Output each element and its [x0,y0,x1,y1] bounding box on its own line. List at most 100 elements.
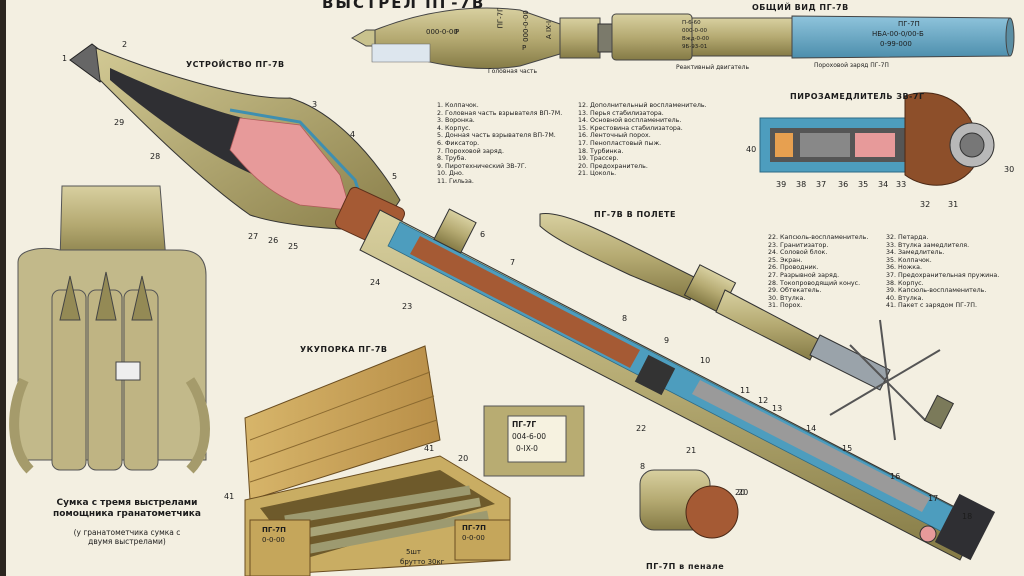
callout-number: 6 [480,230,486,239]
parts-list-4: 32. Петарда. 33. Втулка замедлителя. 34.… [886,234,999,310]
parts-list-item: 17. Пенопластовый пыж. [578,139,662,147]
callout-number: 20 [738,488,749,497]
tag-text: 004-6-00 [512,432,547,441]
motor-mark: Вжд-0-00 [682,36,709,42]
case-caption: ПГ-7П в пенале [646,562,725,571]
parts-list-item: 22. Капсюль-воспламенитель. [768,234,869,241]
parts-list-item: 31. Порох. [768,302,803,310]
parts-list-item: 32. Петарда. [886,234,929,241]
callout-number: 32 [920,200,931,209]
parts-list-item: 26. Проводник. [768,264,819,272]
poster-edge [0,0,6,576]
callout-number: 21 [686,446,697,455]
callout-number: 18 [962,512,973,521]
bag-note: (у гранатометчика сумка с двумя выстрела… [73,528,181,546]
callout-number: 27 [248,232,259,241]
motor-mark: 9Б-93-01 [682,44,708,50]
tag-text: 0-IX-0 [516,444,538,453]
parts-list-item: 27. Разрывной заряд. [768,271,840,279]
warhead-mark: 000-0-00 [426,28,458,36]
parts-list-item: 7. Пороховой заряд. [437,147,505,155]
callout-number: 8 [622,314,628,323]
warhead-mark: 000-0-00 [521,10,530,42]
parts-list-item: 40. Втулка. [886,294,924,302]
callout-number: 35 [858,180,869,189]
parts-list-item: 28. Токопроводящий конус. [768,279,861,287]
callout-number: 41 [224,492,235,501]
parts-list-item: 9. Пиротехнический ЗВ-7Г. [437,162,527,170]
parts-list-item: 12. Дополнительный воспламенитель. [578,102,707,109]
parts-list-item: 29. Обтекатель. [768,287,822,295]
tag-text: ПГ-7Г [512,420,537,429]
parts-list-item: 10. Дно. [437,170,464,178]
callout-number: 16 [890,472,901,481]
parts-list-item: 34. Замедлитель. [886,249,945,257]
parts-list-item: 16. Ленточный порох. [578,132,651,140]
parts-list-item: 2. Головная часть взрывателя ВП-7М. [437,109,563,117]
parts-list-item: 20. Предохранитель. [578,162,648,170]
callout-number: 30 [1004,165,1015,174]
callout-number: 12 [758,396,769,405]
crate-marking: 0-0-00 [462,534,485,542]
callout-number: 23 [402,302,413,311]
parts-list-item: 38. Корпус. [886,279,924,287]
parts-list-item: 19. Трассер. [578,155,619,163]
callout-number: 8 [640,462,646,471]
warhead-mark: А IX-I [545,20,554,40]
callout-number: 38 [796,180,807,189]
parts-list-item: 18. Турбинка. [578,147,624,155]
parts-list-item: 41. Пакет с зарядом ПГ-7П. [886,302,977,310]
bag-caption: Сумка с тремя выстрелами помощника грана… [53,498,201,519]
motor-mark: 000-0-00 [682,28,707,34]
parts-list-item: 4. Корпус. [437,124,471,132]
callout-number: 9 [664,336,670,345]
parts-list-item: 24. Соловой блок. [768,249,828,257]
callout-number: 20 [458,454,469,463]
callout-number: 29 [114,118,125,127]
parts-list-item: 1. Колпачок. [437,102,479,109]
parts-list-item: 15. Крестовина стабилизатора. [578,124,683,132]
crate-marking: ПГ-7П [462,524,486,532]
pyro-delay-detail [759,92,995,186]
callout-number: 5 [392,172,398,181]
pyro-heading: ПИРОЗАМЕДЛИТЕЛЬ ЗВ-7Г [790,92,925,101]
callout-number: 22 [636,424,647,433]
warhead-mark: Р [455,28,460,36]
callout-number: 39 [776,180,787,189]
warhead-mark: ПГ-7Г [496,7,505,29]
callout-number: 15 [842,444,853,453]
tag-illustration [483,405,585,477]
motor-label: Реактивный двигатель [676,64,749,71]
parts-list-3: 22. Капсюль-воспламенитель. 23. Гранитиз… [768,234,868,310]
callout-number: 2 [122,40,128,49]
parts-list-item: 39. Капсюль-воспламенитель. [886,287,987,295]
callout-number: 24 [370,278,381,287]
parts-list-item: 5. Донная часть взрывателя ВП-7М. [437,132,556,140]
callout-number: 37 [816,180,827,189]
flight-heading: ПГ-7В В ПОЛЕТЕ [594,210,676,219]
callout-number: 13 [772,404,783,413]
parts-list-item: 8. Труба. [437,155,467,163]
device-heading: УСТРОЙСТВО ПГ-7В [186,60,285,69]
parts-list-item: 6. Фиксатор. [437,139,480,147]
callout-number: 25 [288,242,299,251]
warhead-label: Головная часть [488,68,538,75]
parts-list-item: 13. Перья стабилизатора. [578,109,664,117]
charge-mark: 0-99-000 [880,40,912,48]
callout-number: 34 [878,180,889,189]
crate-marking: ПГ-7П [262,526,286,534]
callout-number: 11 [740,386,751,395]
crate-marking: 5шт [406,548,421,556]
parts-list-item: 11. Гильза. [437,177,474,185]
callout-number: 33 [896,180,907,189]
parts-list-item: 30. Втулка. [768,294,806,302]
motor-mark: П-6-60 [682,20,701,26]
callout-number: 17 [928,494,939,503]
callout-number: 28 [150,152,161,161]
parts-list-1: 1. Колпачок. 2. Головная часть взрывател… [437,102,562,186]
general-view-grenade [350,7,1015,70]
parts-list-2: 12. Дополнительный воспламенитель. 13. П… [578,102,707,178]
callout-number: 40 [746,145,757,154]
